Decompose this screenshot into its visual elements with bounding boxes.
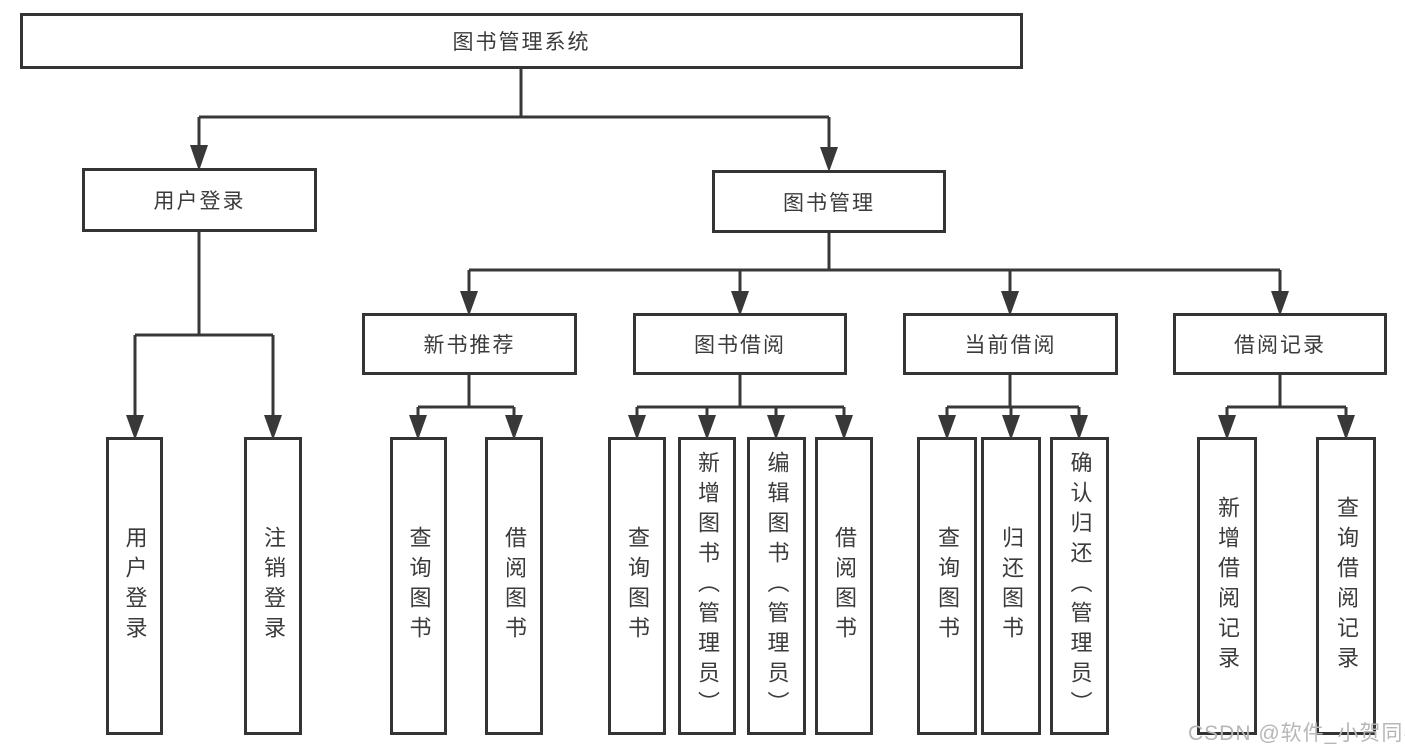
leaf-label: 新增图书（管理员） <box>695 451 720 721</box>
csdn-watermark: CSDN @软件_小贺同学 <box>1188 722 1405 745</box>
leaf-query-books-recommend: 查询图书 <box>390 437 447 735</box>
node-book-management: 图书管理 <box>712 170 946 233</box>
connector-root <box>197 69 831 148</box>
leaf-label: 查询图书 <box>935 526 960 646</box>
leaf-borrow-books: 借阅图书 <box>815 437 873 735</box>
connector-book-management <box>467 233 1282 292</box>
leaf-query-books-current: 查询图书 <box>917 437 977 735</box>
node-new-book-recommendation: 新书推荐 <box>362 313 577 375</box>
node-label: 图书管理 <box>783 191 875 215</box>
leaf-label: 归还图书 <box>999 526 1024 646</box>
leaf-edit-books-admin: 编辑图书（管理员） <box>747 437 806 735</box>
leaf-label: 查询借阅记录 <box>1334 496 1359 676</box>
node-label: 图书管理系统 <box>452 31 591 54</box>
leaf-return-books: 归还图书 <box>981 437 1041 735</box>
node-label: 借阅记录 <box>1234 334 1326 357</box>
node-label: 用户登录 <box>153 190 246 213</box>
leaf-query-books-borrow: 查询图书 <box>608 437 666 735</box>
node-user-login: 用户登录 <box>82 168 317 232</box>
leaf-borrow-books-recommend: 借阅图书 <box>485 437 543 735</box>
leaf-label: 查询图书 <box>406 526 432 646</box>
node-borrowing-records: 借阅记录 <box>1173 313 1387 375</box>
leaf-label: 用户登录 <box>122 526 148 646</box>
leaf-user-login: 用户登录 <box>106 437 163 735</box>
connector-book-borrow <box>635 375 846 416</box>
leaf-label: 编辑图书（管理员） <box>764 451 790 721</box>
node-label: 当前借阅 <box>964 334 1057 357</box>
connector-current-borrow <box>945 375 1081 416</box>
node-label: 新书推荐 <box>423 334 516 357</box>
node-book-borrowing: 图书借阅 <box>633 313 847 375</box>
leaf-add-borrow-record: 新增借阅记录 <box>1197 437 1257 735</box>
node-current-borrowing: 当前借阅 <box>903 313 1118 375</box>
leaf-label: 确认归还（管理员） <box>1067 451 1093 721</box>
leaf-confirm-return-admin: 确认归还（管理员） <box>1050 437 1109 735</box>
leaf-add-books-admin: 新增图书（管理员） <box>678 437 736 735</box>
leaf-label: 借阅图书 <box>832 526 857 646</box>
connector-borrow-record <box>1225 375 1348 416</box>
leaf-label: 查询图书 <box>625 526 650 646</box>
leaf-label: 新增借阅记录 <box>1215 496 1240 676</box>
leaf-query-borrow-record: 查询借阅记录 <box>1316 437 1376 735</box>
node-label: 图书借阅 <box>694 334 786 357</box>
node-library-management-system: 图书管理系统 <box>20 13 1023 69</box>
leaf-label: 借阅图书 <box>502 526 527 646</box>
connector-new-book <box>416 375 516 416</box>
leaf-label: 注销登录 <box>261 526 286 646</box>
leaf-logout: 注销登录 <box>244 437 302 735</box>
connector-user-login <box>133 232 275 416</box>
